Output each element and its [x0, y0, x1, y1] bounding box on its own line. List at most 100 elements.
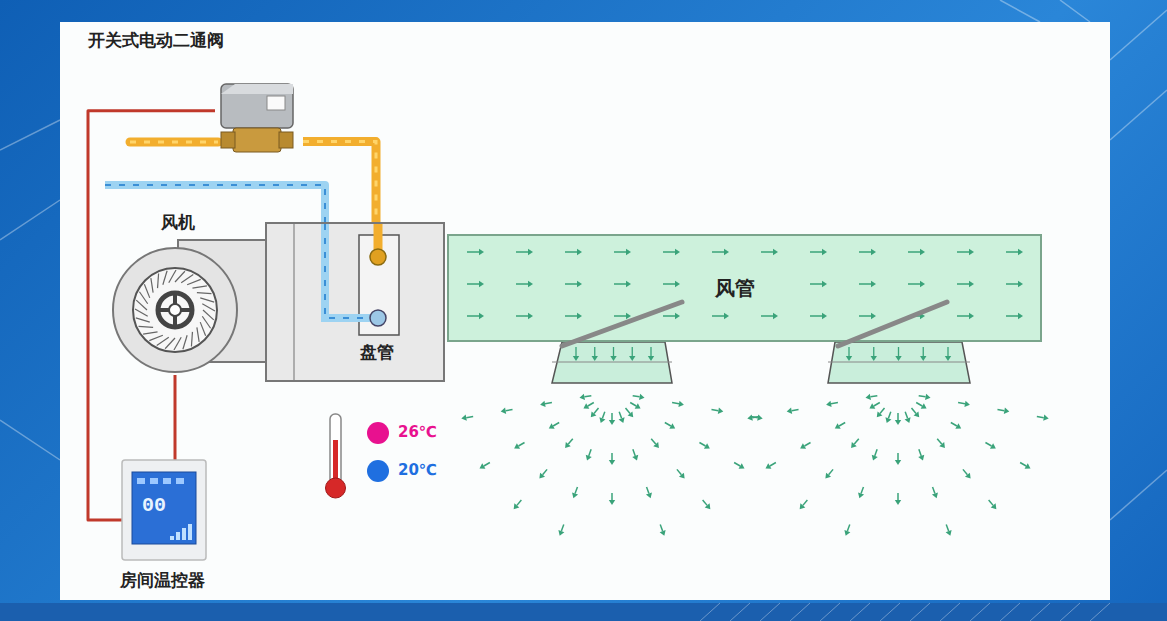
arrow-head: [920, 281, 925, 287]
air-arrow: [609, 453, 615, 465]
arrow-shaft: [908, 251, 920, 253]
air-arrow: [895, 493, 901, 505]
arrow-head: [895, 500, 901, 505]
air-duct: 风管: [447, 234, 1042, 342]
frame-decor-line: [1000, 0, 1040, 22]
arrow-head: [1018, 281, 1023, 287]
hot-pipe: [130, 138, 218, 147]
arrow-shaft: [854, 439, 858, 444]
arrow-head: [1018, 313, 1023, 319]
arrow-shaft: [516, 315, 528, 317]
valve-box-drawing: [215, 80, 303, 168]
impeller-blade: [197, 327, 199, 341]
arrow-shaft: [588, 403, 594, 407]
impeller-blade: [200, 298, 214, 302]
arrow-shaft: [870, 396, 877, 397]
arrow-shaft: [933, 487, 935, 494]
air-arrow: [1020, 463, 1030, 469]
impeller-blade: [165, 338, 175, 349]
arrow-head: [675, 249, 680, 255]
arrow-shaft: [770, 463, 776, 467]
air-arrow: [787, 408, 799, 414]
arrow-head: [964, 401, 969, 407]
connector: [175, 375, 176, 460]
arrow-head: [705, 503, 711, 509]
air-arrow: [558, 524, 564, 535]
arrow-head: [718, 408, 723, 414]
air-arrow: [932, 487, 938, 498]
return-pipe-end: [325, 224, 371, 318]
arrow-shaft: [810, 251, 822, 253]
node-label: 盘管: [360, 342, 394, 362]
arrow-head: [825, 473, 831, 479]
arrow-head: [885, 417, 891, 423]
air-arrow: [844, 524, 850, 535]
air-arrow: [911, 408, 919, 417]
arrow-head: [646, 492, 652, 498]
arrow-head: [610, 356, 616, 361]
arrow-head: [1025, 463, 1031, 469]
impeller-blade: [143, 332, 157, 334]
arrow-head: [592, 356, 598, 361]
band-hatch: [1000, 603, 1020, 621]
arrow-shaft: [565, 283, 577, 285]
air-arrow: [614, 249, 631, 255]
arrow-head: [626, 313, 631, 319]
arrow-head: [501, 408, 506, 414]
arrow-shaft: [997, 410, 1004, 411]
arrow-shaft: [859, 315, 871, 317]
node-label: 开关式电动二通阀: [88, 30, 224, 50]
impeller-blade: [197, 293, 212, 294]
air-arrow: [609, 413, 615, 425]
impeller-blade: [157, 337, 169, 345]
arrow-head: [678, 401, 683, 407]
air-arrow: [565, 249, 582, 255]
arrow-head: [918, 455, 924, 461]
arrow-shaft: [584, 396, 591, 397]
damper-plate: [562, 302, 682, 346]
air-arrow: [858, 487, 864, 498]
arrow-head: [866, 394, 871, 400]
air-arrow: [660, 524, 666, 535]
air-arrow: [747, 415, 759, 421]
bottom-band: [0, 603, 1167, 621]
air-arrow: [539, 469, 547, 478]
air-arrow: [572, 487, 578, 498]
arrow-head: [675, 281, 680, 287]
arrow-shaft: [613, 347, 614, 356]
arrow-shaft: [625, 408, 629, 413]
arrow-shaft: [516, 251, 528, 253]
air-arrow: [800, 443, 810, 449]
screen-bar: [170, 536, 174, 540]
air-arrow: [1037, 415, 1049, 421]
air-arrow: [663, 313, 680, 319]
arrow-head: [591, 411, 597, 417]
band-hatch: [790, 603, 810, 621]
air-arrow: [514, 443, 524, 449]
valve-flange: [221, 132, 235, 148]
arrow-shaft: [660, 524, 662, 531]
arrow-head: [871, 281, 876, 287]
frame-decor-line: [0, 420, 60, 460]
arrow-head: [858, 492, 864, 498]
thermostat-screen: [132, 472, 196, 544]
impeller-blade: [183, 335, 187, 349]
arrow-head: [895, 460, 901, 465]
arrow-head: [945, 356, 951, 361]
arrow-head: [629, 356, 635, 361]
air-arrow: [501, 408, 513, 414]
arrow-shaft: [614, 315, 626, 317]
air-diffuser: [828, 342, 970, 383]
arrow-shaft: [611, 453, 613, 460]
arrow-head: [479, 249, 484, 255]
air-arrow: [614, 281, 631, 287]
arrow-shaft: [575, 487, 577, 494]
arrow-head: [846, 356, 852, 361]
arrow-shaft: [614, 283, 626, 285]
arrow-head: [609, 420, 615, 425]
arrow-head: [577, 249, 582, 255]
band-hatch: [1030, 603, 1050, 621]
air-arrow: [957, 249, 974, 255]
arrow-head: [572, 492, 578, 498]
hot-pipe: [303, 142, 376, 222]
